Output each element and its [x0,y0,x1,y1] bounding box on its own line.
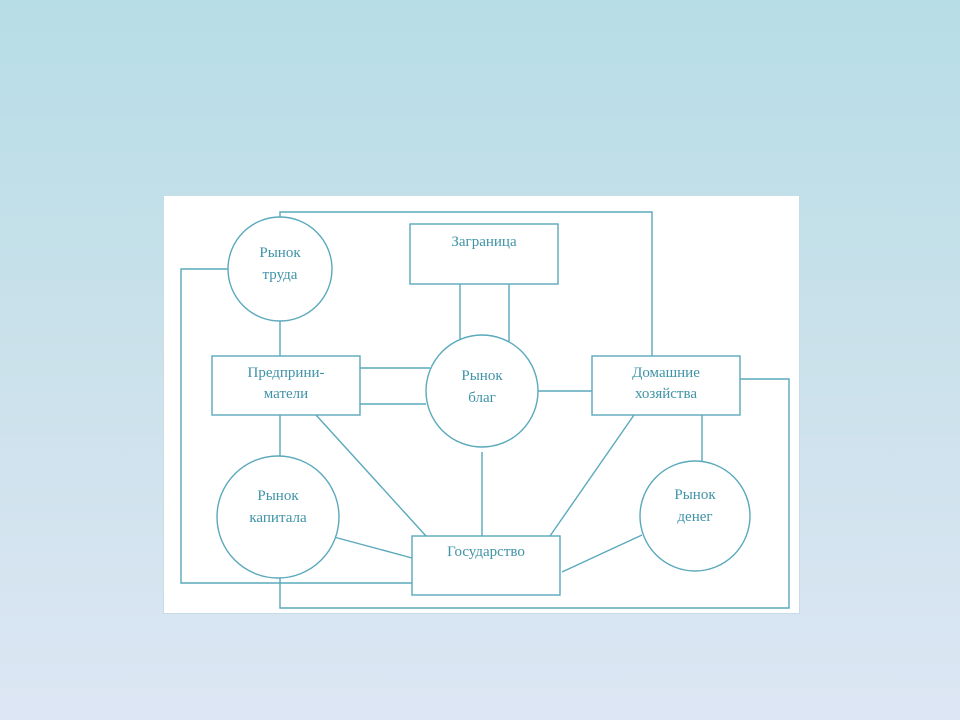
line-households-capital [279,378,790,609]
node-abroad: Заграница [409,223,559,285]
economy-flow-diagram: Рынок труда Заграница Предприни- матели … [180,211,790,609]
abroad-label: Заграница [451,234,517,250]
state-label: Государство [447,544,525,560]
capital-market-label-2: капитала [249,510,307,526]
entrepreneurs-label-1: Предприни- [247,365,324,381]
money-market-label-2: денег [677,509,712,525]
capital-market-label-1: Рынок [257,488,299,504]
labor-market-label-2: труда [263,267,298,283]
households-label-2: хозяйства [635,386,697,402]
node-households: Домашние хозяйства [591,355,741,416]
households-box [591,355,741,416]
money-market-label-1: Рынок [674,487,716,503]
goods-market-circle [425,334,539,448]
abroad-box [409,223,559,285]
state-box [411,535,561,596]
line-entrepreneurs-state [315,414,427,537]
node-entrepreneurs: Предприни- матели [211,355,361,416]
labor-market-circle [227,216,333,322]
capital-market-circle [216,455,340,579]
node-state: Государство [411,535,561,596]
households-label-1: Домашние [632,365,700,381]
labor-market-label-1: Рынок [259,245,301,261]
line-money-state [561,534,643,573]
entrepreneurs-box [211,355,361,416]
node-labor-market: Рынок труда [227,216,333,322]
node-goods-market: Рынок благ [425,334,539,448]
entrepreneurs-label-2: матели [264,386,308,402]
money-market-circle [639,460,751,572]
node-money-market: Рынок денег [639,460,751,572]
goods-market-label-1: Рынок [461,368,503,384]
line-households-state [549,414,635,537]
connector-lines [180,211,790,609]
node-capital-market: Рынок капитала [216,455,340,579]
diagram-panel: Рынок труда Заграница Предприни- матели … [163,195,800,614]
goods-market-label-2: благ [468,390,496,406]
line-labor-state [180,268,412,584]
line-capital-state [333,536,413,559]
